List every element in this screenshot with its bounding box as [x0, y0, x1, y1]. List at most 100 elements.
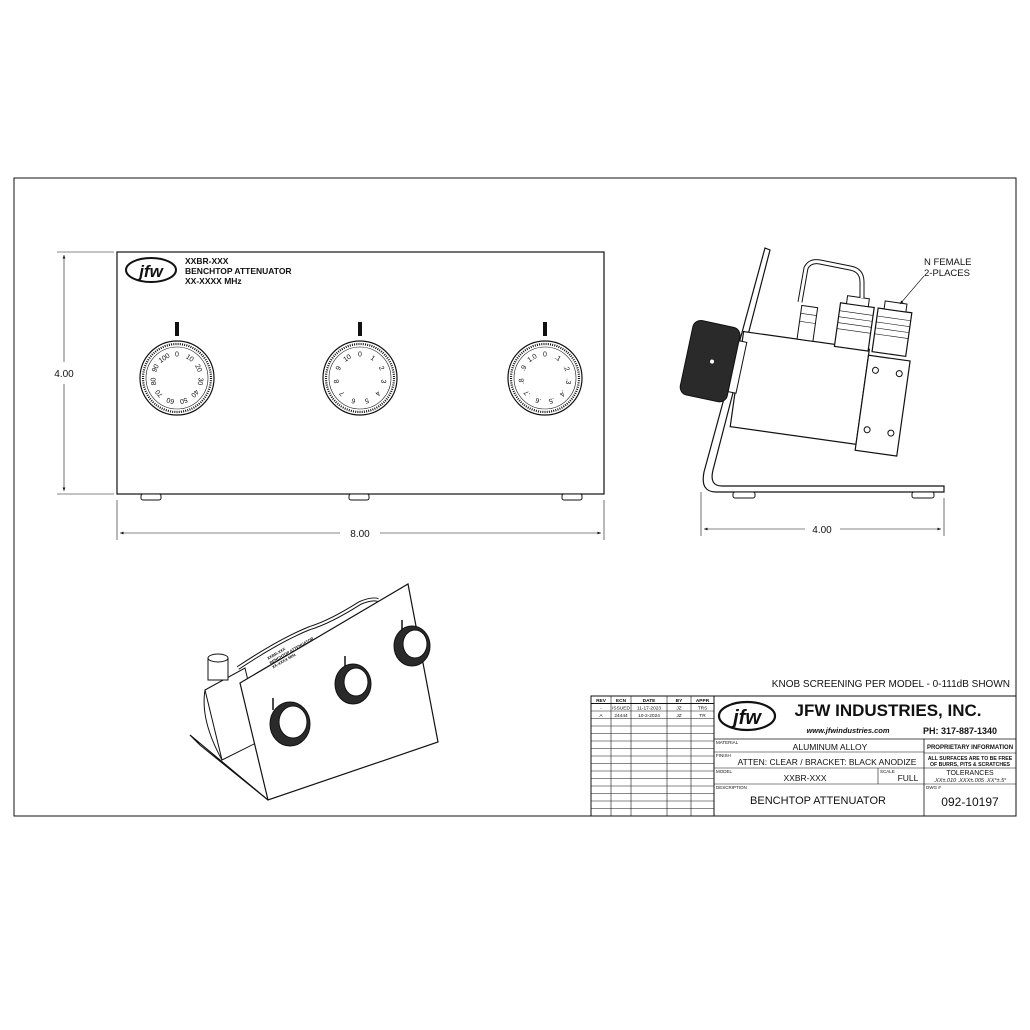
front-label-line: XX-XXXX MHz [185, 276, 242, 286]
rev-cell: 11-17-2023 [637, 706, 662, 712]
knob-tick-label: 30 [196, 377, 204, 386]
knob-tick-label: .7 [523, 388, 532, 397]
rev-cell: JZ [676, 713, 681, 719]
model-caption: MODEL [716, 769, 733, 774]
knob-knurl [324, 342, 396, 414]
tolerances-title: TOLERANCES [946, 770, 994, 777]
material-caption: MATERIAL [716, 740, 739, 745]
tolerances-values: .XX±.010 .XXX±.005 .XX°±.5° [934, 778, 1008, 784]
model-value: XXBR-XXX [784, 773, 827, 783]
knob-tick-label: 1.0 [527, 353, 539, 364]
height-dimension-value: 4.00 [54, 369, 74, 380]
knob-tick-label: 1 [369, 355, 376, 363]
description-value: BENCHTOP ATTENUATOR [750, 795, 886, 807]
knob-tick-label: 90 [151, 363, 161, 373]
scale-value: FULL [898, 773, 919, 783]
side-view: N FEMALE 2-PLACES 4.00 [679, 247, 972, 536]
side-foot [732, 491, 756, 499]
knob-tick-label: 2 [377, 365, 385, 372]
rev-cell: JZ [676, 706, 681, 712]
knob-tick-label: 8 [333, 379, 340, 384]
knob-tick-label: 0 [175, 352, 179, 359]
surfaces-note: OF BURRS, PITS & SCRATCHES [930, 762, 1011, 768]
rev-cell: ISSUED [612, 706, 630, 712]
rev-header: ECN [616, 698, 627, 704]
rev-header: BY [676, 698, 683, 704]
finish-caption: FINISH [716, 753, 731, 758]
knob-tick-label: .1 [553, 354, 562, 363]
knob-face [513, 346, 577, 410]
knob-tick-label: 20 [193, 363, 203, 373]
finish-value: ATTEN: CLEAR / BRACKET: BLACK ANODIZE [738, 757, 917, 767]
n-female-callout: N FEMALE 2-PLACES [899, 257, 972, 305]
rev-cell: TR [699, 713, 706, 719]
knob-knurl [141, 342, 213, 414]
iso-knob [393, 620, 431, 667]
iso-knob [269, 698, 311, 747]
rev-header: REV [596, 698, 607, 704]
n-female-connector [871, 300, 913, 358]
side-sma-connector [796, 304, 819, 342]
knob-tick-label: 3 [379, 379, 386, 384]
knob-tick-label: 6 [351, 396, 357, 404]
knob-tick-label: .4 [558, 389, 567, 398]
knob-tick-label: 40 [189, 388, 199, 399]
material-value: ALUMINUM ALLOY [793, 742, 868, 752]
width-dimension-value: 8.00 [350, 529, 370, 540]
front-label-line: BENCHTOP ATTENUATOR [185, 266, 292, 276]
company-website: www.jfwindustries.com [806, 726, 889, 735]
attenuator-knob[interactable]: 0.1.2.3.4.5.6.7.8.91.0 [507, 322, 583, 416]
knob-screening-note: KNOB SCREENING PER MODEL - 0-111dB SHOWN [772, 679, 1010, 690]
title-logo-text: jfw [730, 707, 762, 729]
front-label-line: XXBR-XXX [185, 256, 229, 266]
knob-tick-label: 70 [154, 388, 164, 399]
knob-tick-label: 9 [335, 365, 343, 372]
knob-tick-label: .2 [562, 364, 571, 372]
dwg-caption: DWG # [926, 785, 941, 790]
callout-line: 2-PLACES [924, 268, 970, 279]
knob-tick-label: 5 [364, 396, 370, 404]
company-name: JFW INDUSTRIES, INC. [794, 701, 981, 720]
depth-dimension: 4.00 [700, 492, 945, 536]
knob-face [328, 346, 392, 410]
front-logo-text: jfw [137, 262, 164, 281]
rev-cell: A [599, 713, 603, 719]
side-foot [911, 491, 935, 499]
surfaces-note: ALL SURFACES ARE TO BE FREE [928, 756, 1013, 762]
rev-cell: 10-2-2024 [638, 713, 660, 719]
rev-header: APPR [696, 698, 710, 704]
rev-header: DATE [643, 698, 657, 704]
callout-line: N FEMALE [924, 257, 972, 268]
knob-tick-label: .5 [548, 396, 556, 404]
knob-tick-label: 0 [358, 352, 362, 359]
knob-tick-label: 0 [543, 352, 547, 359]
depth-dimension-value: 4.00 [812, 525, 832, 536]
description-caption: DESCRIPTION [716, 785, 747, 790]
scale-caption: SCALE [880, 769, 895, 774]
front-foot [348, 493, 370, 501]
knob-tick-label: 10 [342, 354, 352, 364]
knob-tick-label: 80 [150, 377, 158, 386]
front-foot [561, 493, 583, 501]
knob-tick-label: .3 [564, 378, 572, 385]
iso-view: XXBR-XXX BENCHTOP ATTENUATOR XX-XXXX MHz [189, 583, 439, 801]
company-phone: PH: 317-887-1340 [923, 726, 997, 736]
knob-knurl [509, 342, 581, 414]
knob-tick-label: 4 [373, 389, 381, 397]
front-logo: jfw [125, 257, 177, 283]
front-view: jfw XXBR-XXX BENCHTOP ATTENUATOR XX-XXXX… [54, 251, 605, 540]
knob-tick-label: .9 [520, 364, 529, 372]
knob-tick-label: 60 [166, 396, 176, 405]
rev-cell: TRS [698, 706, 708, 712]
knob-tick-label: .6 [535, 396, 543, 404]
knob-tick-label: 50 [179, 396, 189, 405]
front-foot [140, 493, 162, 501]
rev-cell: 24444 [614, 713, 628, 719]
iso-knob [334, 656, 372, 705]
